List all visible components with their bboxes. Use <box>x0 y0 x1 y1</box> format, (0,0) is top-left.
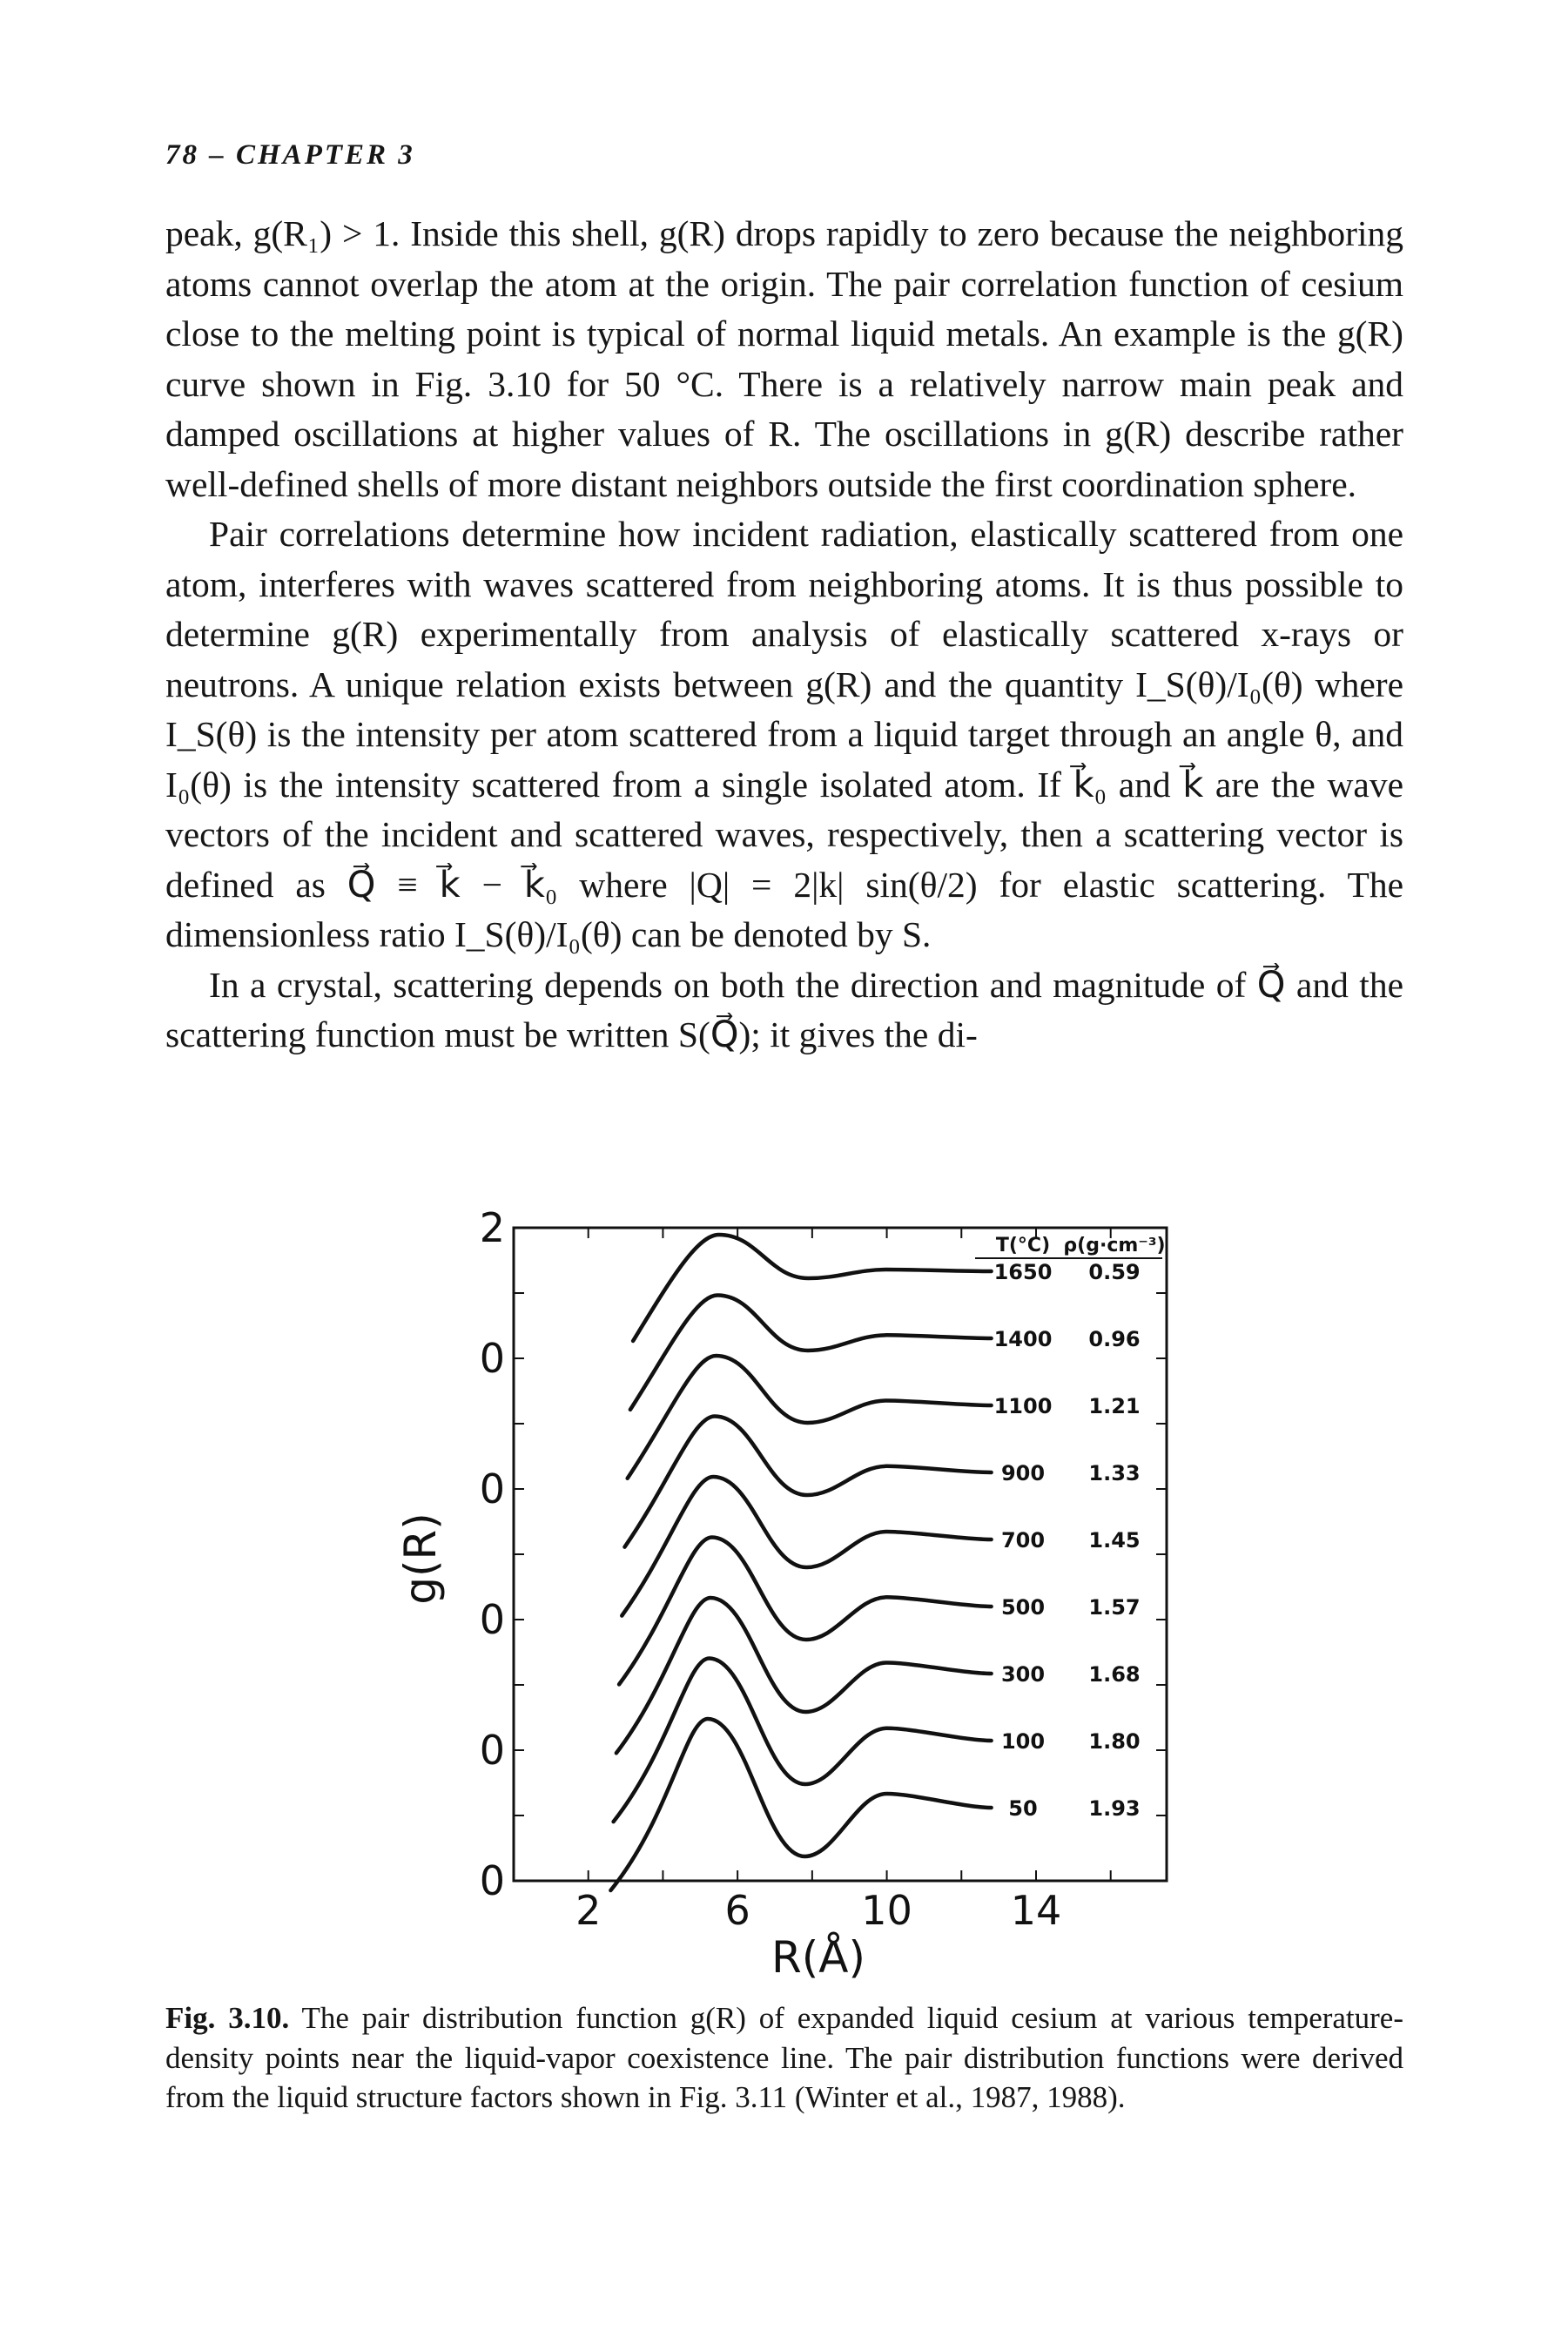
y-tick-label: 0 <box>480 1596 505 1643</box>
y-tick-label: 0 <box>480 1465 505 1512</box>
gr-curve-100 <box>611 1656 993 1824</box>
legend-temperature-500: 500 <box>1001 1595 1045 1620</box>
legend-temperature-1400: 1400 <box>994 1327 1053 1351</box>
x-tick-label: 6 <box>725 1887 750 1934</box>
gr-curve-1400 <box>628 1293 993 1412</box>
figure-caption: Fig. 3.10. The pair distribution functio… <box>165 1998 1403 2118</box>
legend-density-1400: 0.96 <box>1088 1327 1140 1351</box>
running-head: 78 – CHAPTER 3 <box>165 139 415 171</box>
paragraph-2: Pair correlations determine how incident… <box>165 514 1403 954</box>
legend-header-density: ρ(g·cm⁻³) <box>1063 1235 1165 1256</box>
caption-label: Fig. 3.10. <box>165 2001 290 2035</box>
gr-curve-1650 <box>630 1232 993 1344</box>
legend-temperature-50: 50 <box>1008 1796 1037 1821</box>
legend-temperature-900: 900 <box>1001 1461 1045 1485</box>
legend-temperature-100: 100 <box>1001 1729 1045 1754</box>
legend-density-300: 1.68 <box>1088 1662 1140 1687</box>
legend-density-1100: 1.21 <box>1088 1394 1140 1418</box>
y-tick-label: 0 <box>480 1857 505 1904</box>
figure-3-10: g(R) R(Å) T(°C) ρ(g·cm⁻³) 2 6 10 14 2 0 0 0 0 0 1… <box>374 1206 1193 1990</box>
x-tick-label: 14 <box>1011 1887 1062 1934</box>
paragraph-1: peak, g(R₁) > 1. Inside this shell, g(R)… <box>165 213 1403 504</box>
legend-temperature-1100: 1100 <box>994 1394 1053 1418</box>
y-tick-label: 0 <box>480 1335 505 1382</box>
y-tick-label: 2 <box>480 1206 505 1251</box>
x-tick-label: 10 <box>861 1887 912 1934</box>
gr-curve-500 <box>616 1535 993 1687</box>
y-tick-label: 0 <box>480 1727 505 1774</box>
gr-curve-1100 <box>625 1353 993 1481</box>
legend-density-50: 1.93 <box>1088 1796 1140 1821</box>
legend-density-100: 1.80 <box>1088 1729 1140 1754</box>
gr-curve-50 <box>609 1716 993 1893</box>
legend-density-1650: 0.59 <box>1088 1260 1140 1284</box>
caption-text: The pair distribution function g(R) of e… <box>165 2001 1403 2114</box>
legend-header-temperature: T(°C) <box>996 1235 1050 1256</box>
paragraph-3: In a crystal, scattering depends on both… <box>165 964 1403 1055</box>
legend-density-700: 1.45 <box>1088 1528 1140 1553</box>
legend-density-500: 1.57 <box>1088 1595 1140 1620</box>
x-axis-label: R(Å) <box>771 1932 865 1983</box>
legend-density-900: 1.33 <box>1088 1461 1140 1485</box>
body-text: peak, g(R₁) > 1. Inside this shell, g(R)… <box>165 209 1403 1061</box>
x-tick-label: 2 <box>575 1887 601 1934</box>
gr-curve-700 <box>620 1474 993 1618</box>
legend-temperature-300: 300 <box>1001 1662 1045 1687</box>
legend-temperature-1650: 1650 <box>994 1260 1053 1284</box>
gr-curve-300 <box>614 1595 993 1755</box>
legend-temperature-700: 700 <box>1001 1528 1045 1553</box>
gr-curve-900 <box>622 1414 993 1549</box>
y-axis-label: g(R) <box>395 1512 446 1605</box>
pair-distribution-chart: g(R) R(Å) T(°C) ρ(g·cm⁻³) 2 6 10 14 2 0 0 0 0 0 1… <box>395 1206 1168 1983</box>
